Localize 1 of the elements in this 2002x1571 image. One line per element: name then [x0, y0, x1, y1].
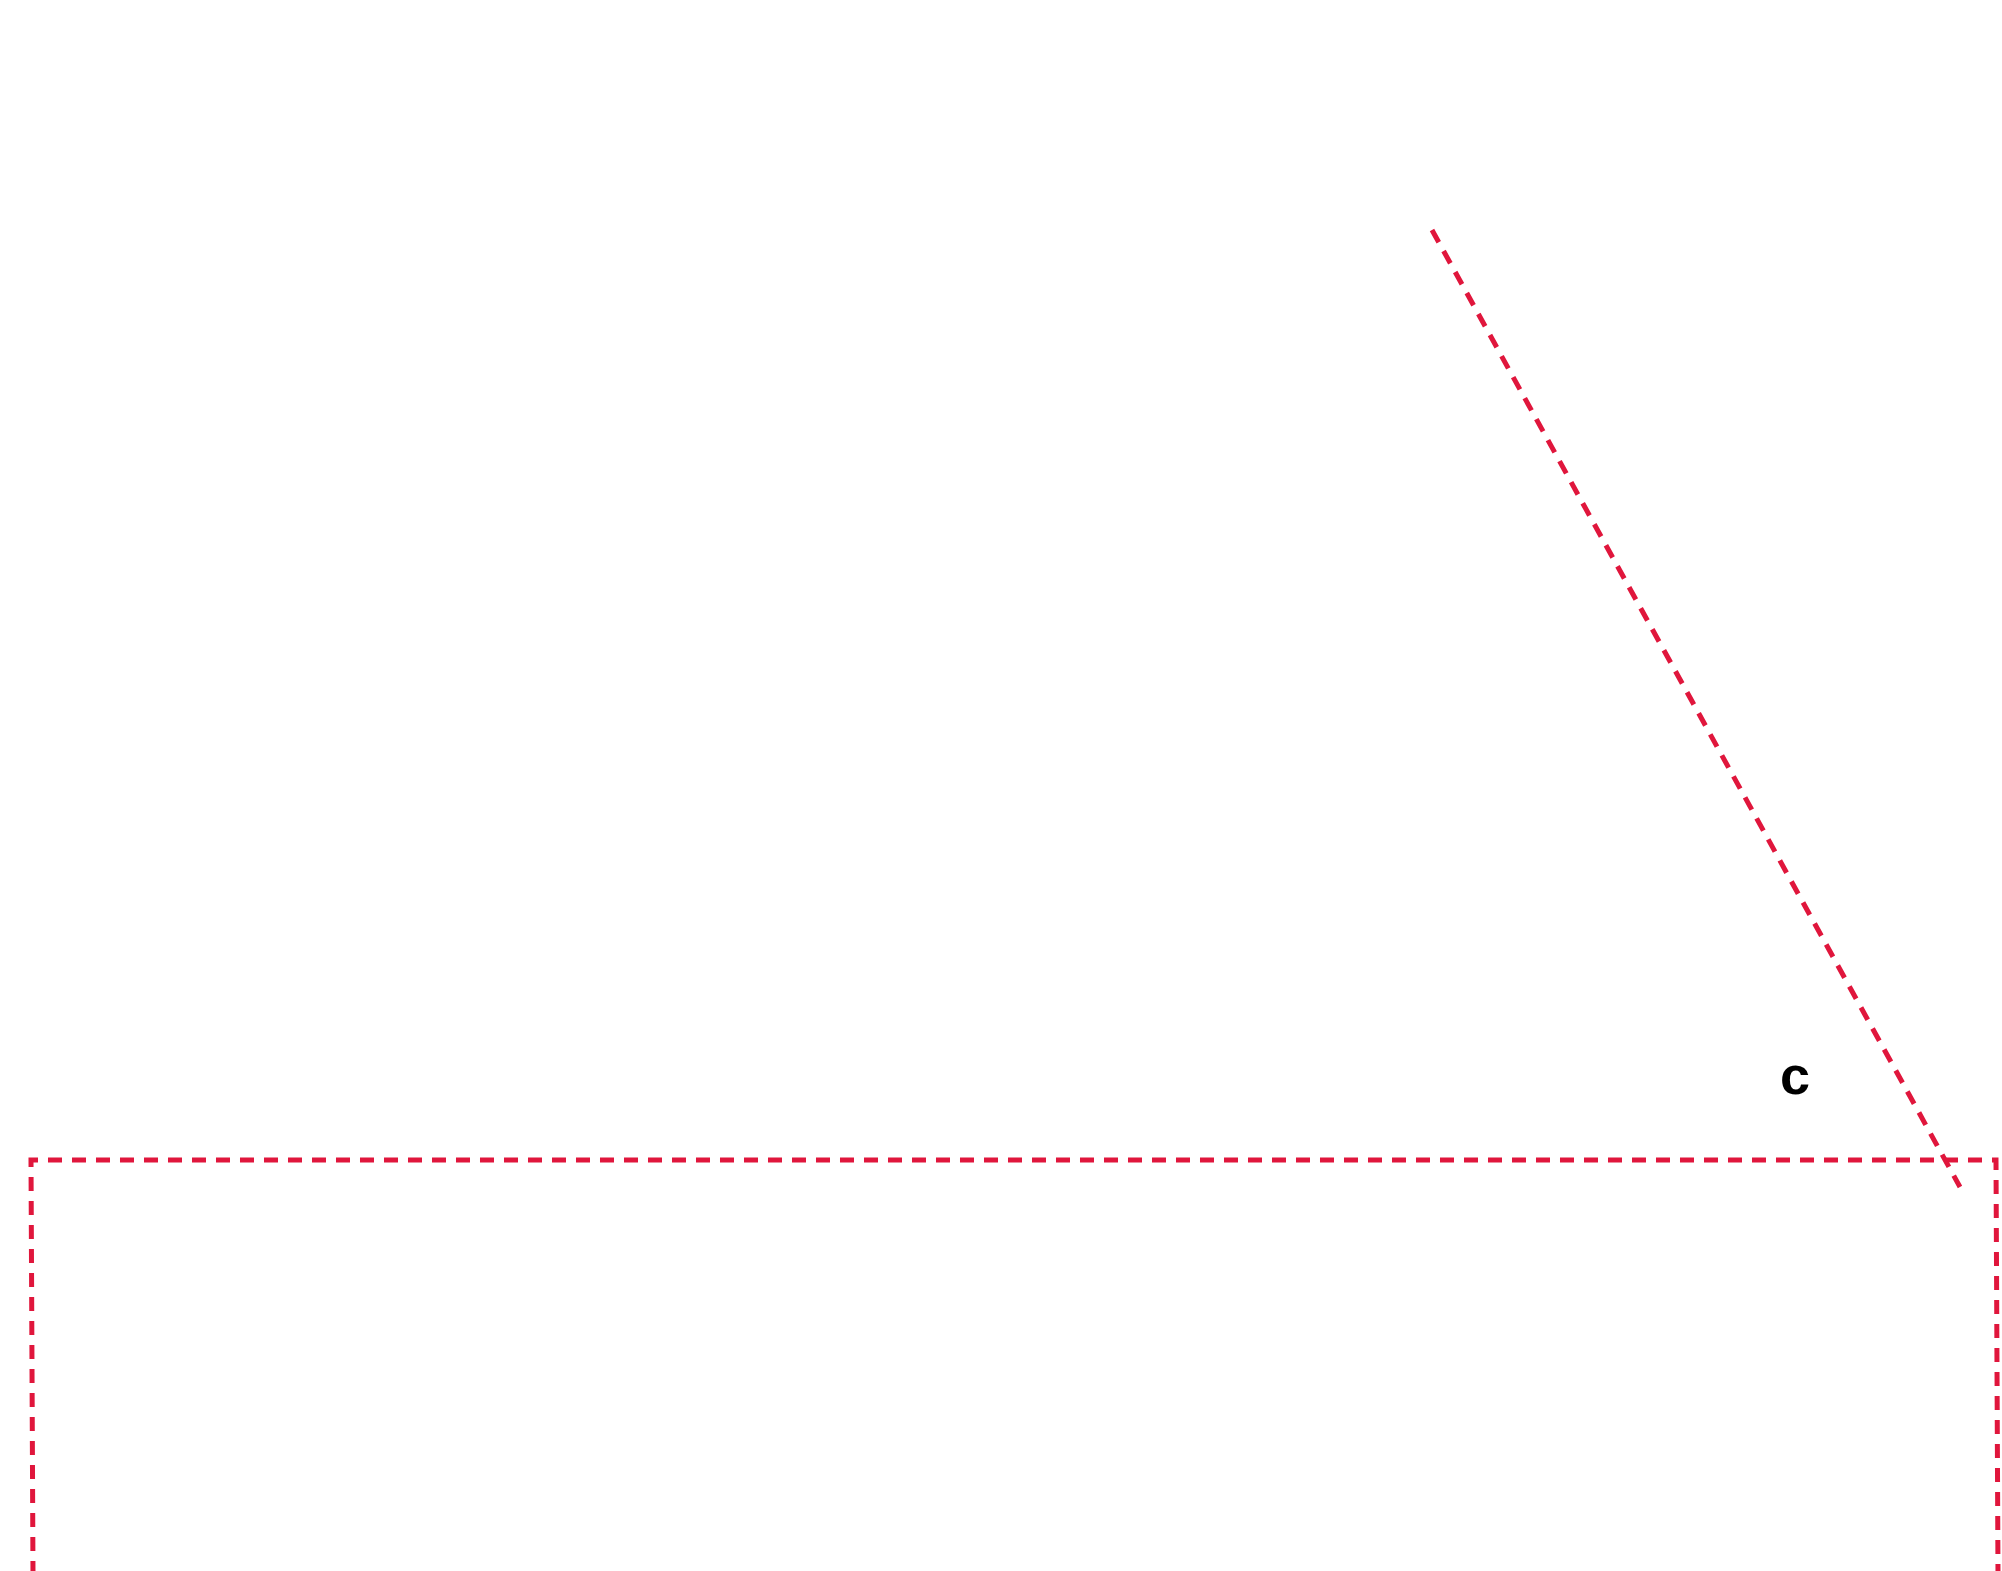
panel-letter: c: [1780, 1048, 1811, 1102]
